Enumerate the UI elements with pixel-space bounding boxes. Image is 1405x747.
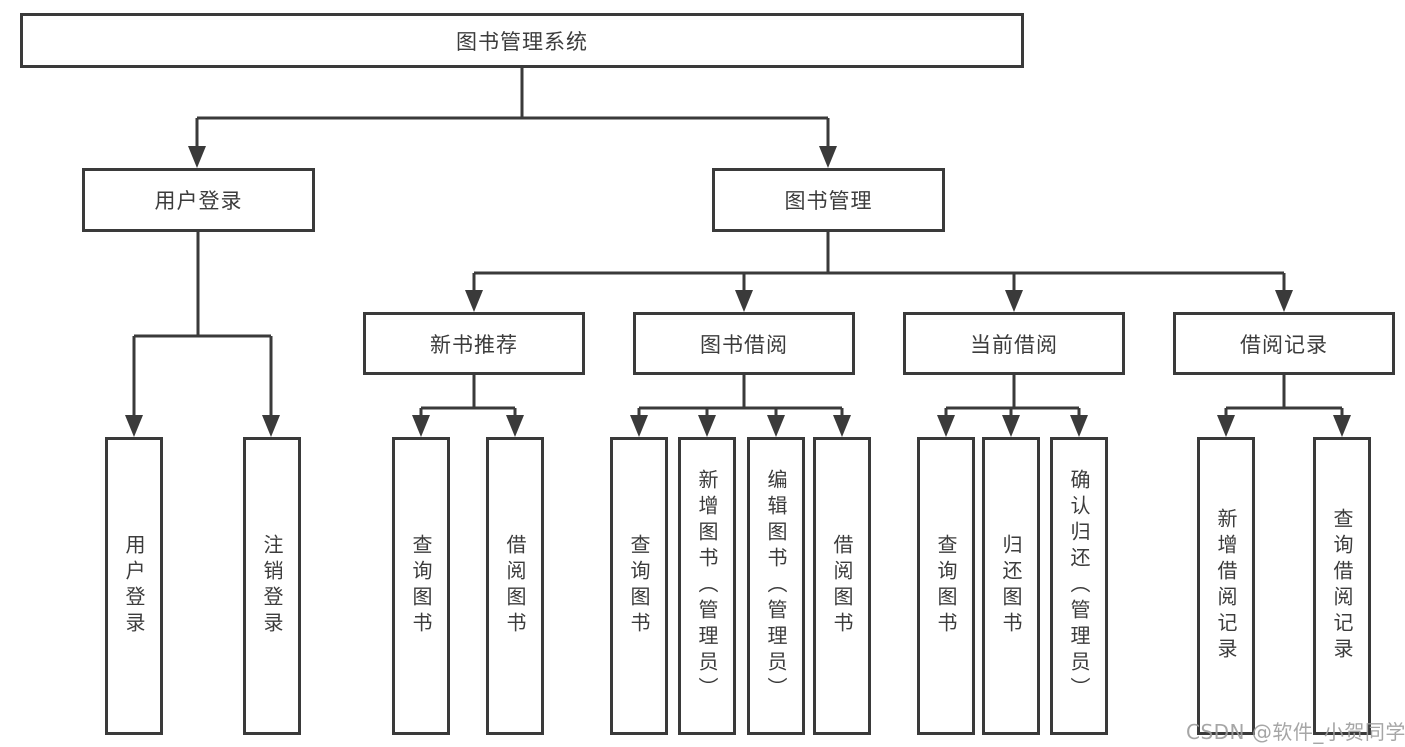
leaf-borrow-books: 借阅图书 [813,437,871,735]
leaf-logout: 注销登录 [243,437,301,735]
leaf-query-books-borrow: 查询图书 [610,437,668,735]
leaf-edit-books-admin: 编辑图书（管理员） [747,437,805,735]
csdn-watermark: CSDN @软件_小贺同学 [1186,720,1405,744]
leaf-add-borrow-record: 新增借阅记录 [1197,437,1255,735]
node-book-management: 图书管理 [712,168,945,232]
node-new-book-recommend: 新书推荐 [363,312,585,375]
node-current-borrow: 当前借阅 [903,312,1125,375]
leaf-user-login: 用户登录 [105,437,163,735]
leaf-borrow-books-recommend: 借阅图书 [486,437,544,735]
node-book-borrow: 图书借阅 [633,312,855,375]
arrowheads [125,146,1351,437]
leaf-return-books: 归还图书 [982,437,1040,735]
node-borrow-record: 借阅记录 [1173,312,1395,375]
leaf-add-books-admin: 新增图书（管理员） [678,437,736,735]
leaf-query-borrow-record: 查询借阅记录 [1313,437,1371,735]
leaf-query-books-recommend: 查询图书 [392,437,450,735]
node-user-login: 用户登录 [82,168,315,232]
leaf-confirm-return-admin: 确认归还（管理员） [1050,437,1108,735]
leaf-query-books-current: 查询图书 [917,437,975,735]
node-system-root: 图书管理系统 [20,13,1024,68]
